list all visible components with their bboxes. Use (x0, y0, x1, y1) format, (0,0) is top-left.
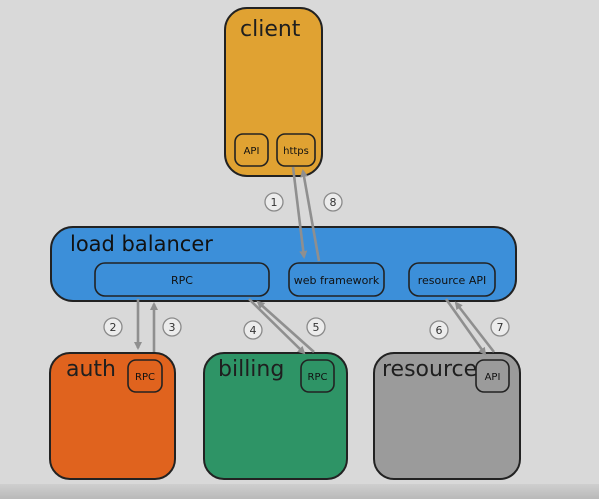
step-number-6: 6 (436, 324, 443, 337)
resource-api-label: API (485, 372, 501, 383)
arrow-step-6 (444, 298, 487, 356)
step-badge-3: 3 (162, 317, 182, 337)
arrow-step-8 (300, 169, 321, 262)
client-title: client (240, 17, 301, 42)
lb-resource-api-label: resource API (418, 274, 486, 287)
resource-api-port: API (475, 359, 510, 393)
step-badge-1: 1 (264, 192, 284, 212)
client-https-label: https (283, 146, 309, 157)
lb-rpc-label: RPC (171, 274, 193, 287)
load-balancer-title: load balancer (70, 232, 213, 256)
lb-resource-api-module: resource API (408, 262, 496, 297)
billing-title: billing (218, 357, 284, 382)
client-node: client API https (224, 7, 323, 177)
load-balancer-node: load balancer RPC web framework resource… (50, 226, 517, 302)
auth-node: auth RPC (49, 352, 176, 480)
lb-rpc-module: RPC (94, 262, 270, 297)
auth-rpc-port: RPC (127, 359, 163, 393)
billing-rpc-port: RPC (300, 359, 335, 393)
lb-web-framework-module: web framework (288, 262, 385, 297)
step-number-3: 3 (169, 321, 176, 334)
step-number-8: 8 (330, 196, 337, 209)
arrow-step-1 (291, 166, 308, 259)
client-api-label: API (244, 146, 260, 157)
auth-rpc-label: RPC (135, 372, 155, 383)
step-number-4: 4 (250, 324, 257, 337)
step-badge-6: 6 (429, 320, 449, 340)
step-badge-5: 5 (306, 317, 326, 337)
bottom-strip (0, 484, 599, 499)
step-number-1: 1 (271, 196, 278, 209)
resource-title: resource (382, 357, 477, 382)
resource-node: resource API (373, 352, 521, 480)
arrow-step-5 (256, 300, 315, 353)
billing-node: billing RPC (203, 352, 348, 480)
billing-rpc-label: RPC (308, 372, 328, 383)
step-badge-7: 7 (490, 317, 510, 337)
arrow-step-7 (454, 301, 496, 353)
client-https-port: https (276, 133, 316, 167)
step-badge-8: 8 (323, 192, 343, 212)
step-number-7: 7 (497, 321, 504, 334)
client-api-port: API (234, 133, 269, 167)
step-number-2: 2 (110, 321, 117, 334)
lb-web-framework-label: web framework (294, 274, 380, 287)
step-badge-2: 2 (103, 317, 123, 337)
step-badge-4: 4 (243, 320, 263, 340)
step-number-5: 5 (313, 321, 320, 334)
auth-title: auth (66, 357, 116, 382)
